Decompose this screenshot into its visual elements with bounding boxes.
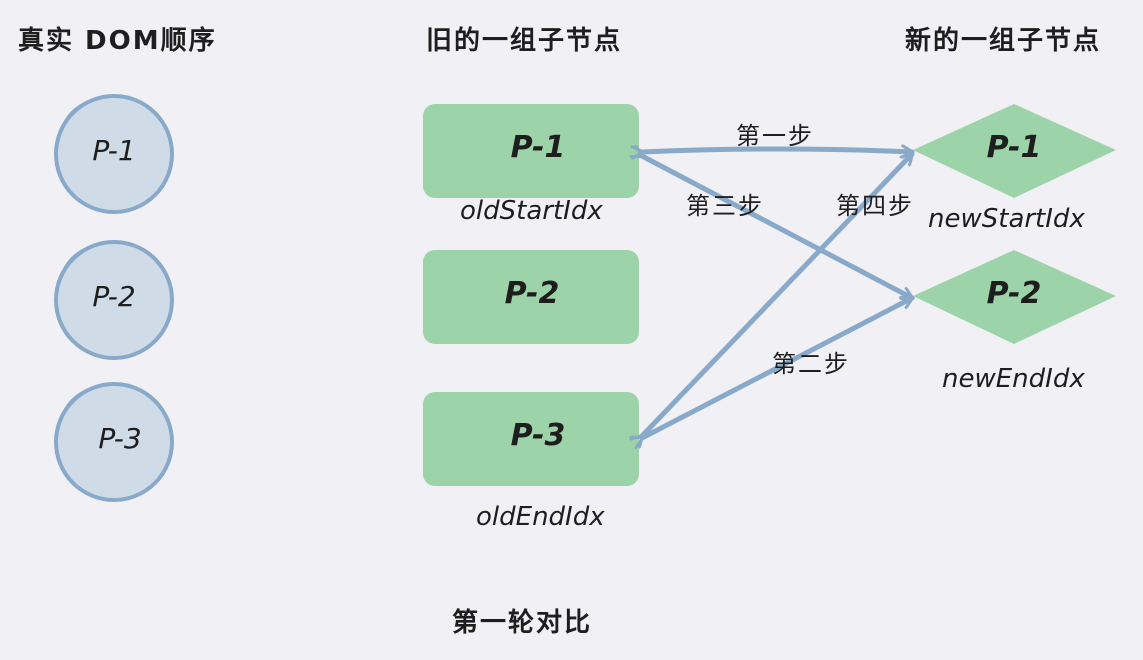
step-2-label: 第二步 [772, 350, 850, 378]
real-dom-label-3: P-3 [98, 422, 142, 455]
new-node-diamond-1 [913, 104, 1116, 198]
step-1-label: 第一步 [736, 122, 814, 150]
arrow-step-3 [642, 156, 915, 301]
real-dom-circle-2 [54, 240, 174, 360]
old-node-label-3: P-3 [510, 418, 566, 453]
old-node-label-1: P-1 [510, 130, 566, 165]
old-node-box-1 [423, 104, 639, 198]
arrow-step-2 [642, 295, 915, 438]
real-dom-label-2: P-2 [92, 280, 136, 313]
real-dom-circle-1 [54, 94, 174, 214]
step-4-label: 第四步 [836, 192, 914, 220]
old-node-box-2 [423, 250, 639, 344]
heading-new-children: 新的一组子节点 [905, 26, 1102, 56]
heading-real-dom: 真实 DOM顺序 [18, 26, 217, 56]
old-start-idx-label: oldStartIdx [460, 196, 603, 226]
heading-old-children: 旧的一组子节点 [426, 26, 623, 56]
old-node-box-3 [423, 392, 639, 486]
real-dom-label-1: P-1 [92, 134, 136, 167]
new-node-diamond-2 [913, 250, 1116, 344]
new-node-label-2: P-2 [986, 276, 1042, 311]
caption-first-round: 第一轮对比 [452, 608, 593, 638]
new-end-idx-label: newEndIdx [942, 364, 1085, 394]
new-node-label-1: P-1 [986, 130, 1042, 165]
step-3-label: 第三步 [686, 192, 764, 220]
new-start-idx-label: newStartIdx [928, 204, 1085, 234]
old-end-idx-label: oldEndIdx [476, 502, 605, 532]
old-node-label-2: P-2 [504, 276, 560, 311]
real-dom-circle-3 [54, 382, 174, 502]
